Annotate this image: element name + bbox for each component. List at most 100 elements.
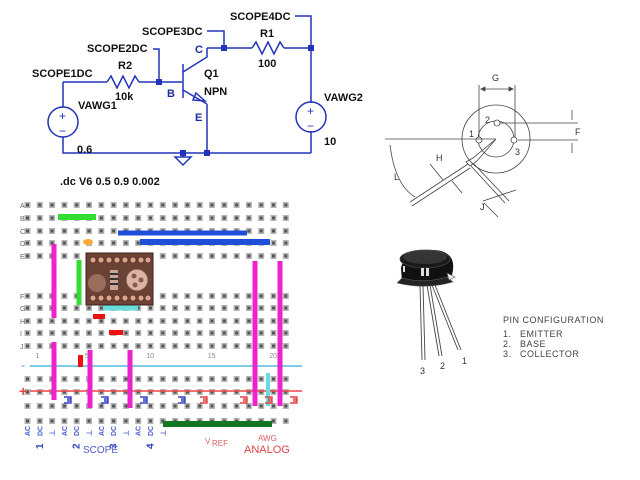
breadboard-hole [221,418,228,424]
breadboard-hole [221,228,228,234]
breadboard-hole [196,389,203,395]
breadboard-hole-center [272,241,275,245]
breadboard-hole-center [87,404,91,408]
breadboard-hole-center [112,306,116,310]
breadboard-hole [172,418,179,424]
breadboard-hole-center [284,331,288,335]
analog-label: ANALOG [244,444,290,456]
breadboard-hole-center [173,390,177,394]
breadboard-hole-center [62,404,66,408]
vawg1-plus: + [59,109,66,123]
breadboard-hole-center [198,306,202,310]
breadboard-hole [270,403,277,409]
breadboard-hole [209,305,215,311]
breadboard-hole [258,376,265,382]
breadboard-hole [184,253,191,259]
breadboard-hole [147,403,154,409]
breadboard-hole [86,202,92,208]
breadboard-hole [122,376,129,382]
breadboard-hole-center [62,390,66,394]
q1-name: Q1 [204,68,219,80]
breadboard-hole [245,343,252,349]
scope1-label: SCOPE1DC [32,68,93,80]
breadboard-hole-center [149,331,152,335]
breadboard-hole-center [272,319,275,323]
breadboard-hole [282,376,289,382]
breadboard-hole-center [136,344,140,348]
breadboard-hole-center [173,331,177,335]
breadboard-hole [233,305,240,311]
breadboard-hole [159,376,166,382]
breadboard-hole-center [26,294,29,298]
breadboard-hole [258,215,265,221]
breadboard-hole-center [136,319,140,323]
breadboard-hole-center [50,344,54,348]
breadboard-hole-center [50,319,54,323]
breadboard-hole [24,418,31,424]
breadboard-hole [73,228,80,234]
breadboard-hole-center [161,216,165,220]
breadboard-hole-center [222,390,226,394]
breadboard-hole [98,228,105,234]
breadboard-hole-center [284,390,288,394]
breadboard-hole [36,376,43,382]
breadboard-hole [86,318,92,324]
transistor-leads [419,284,462,361]
breadboard-hole [86,305,92,311]
row-label-I: I [20,331,22,338]
breadboard-hole [282,318,289,324]
breadboard-hole [24,305,31,311]
breadboard-hole-center [75,241,79,245]
breadboard-hole-center [124,390,128,394]
breadboard-hole-center [173,216,177,220]
breadboard-hole [221,305,228,311]
breadboard-hole-center [62,331,66,335]
wire-scope3 [207,30,225,48]
breadboard-hole [209,228,215,234]
breadboard-hole-center [112,319,116,323]
breadboard-hole [233,389,240,395]
breadboard-hole-center [235,344,239,348]
breadboard-hole [233,418,240,424]
breadboard-hole [122,343,129,349]
rail-plus-symbol: + [19,383,27,399]
header-connector-icon [140,396,148,404]
breadboard-hole-center [259,319,263,323]
breadboard-hole-center [161,404,165,408]
breadboard-hole-center [284,203,288,207]
breadboard-hole-center [173,229,177,233]
pin-config-num-1: 1. [503,329,512,339]
breadboard-hole-center [284,306,288,310]
breadboard-hole [282,293,289,299]
breadboard-hole-center [75,404,79,408]
breadboard-hole-center [272,404,275,408]
breadboard-hole-center [235,203,239,207]
breadboard-hole-center [284,254,288,258]
breadboard-hole [24,202,31,208]
wire-scope2 [153,48,160,82]
breadboard-hole-center [149,390,152,394]
breadboard-hole [24,215,31,221]
breadboard-hole-center [50,216,54,220]
breadboard-hole-center [247,254,251,258]
breadboard-hole [73,318,80,324]
breadboard-hole [282,253,289,259]
breadboard-hole [258,318,265,324]
breadboard-hole [196,253,203,259]
breadboard-hole [36,343,43,349]
breadboard-hole [122,318,129,324]
breadboard-hole-center [259,216,263,220]
breadboard-hole [159,343,166,349]
breadboard-hole-center [50,294,54,298]
breadboard-hole-center [235,390,239,394]
lead-label-1: 1 [462,356,467,366]
pin-config-name-2: BASE [520,339,546,349]
breadboard-hole-center [62,319,66,323]
breadboard-hole [24,253,31,259]
breadboard-hole-center [50,419,54,423]
breadboard-hole [258,403,265,409]
breadboard-hole-center [235,294,239,298]
breadboard-hole [110,215,117,221]
scope-channel-number: 1 [35,443,46,449]
breadboard-hole-center [284,419,288,423]
